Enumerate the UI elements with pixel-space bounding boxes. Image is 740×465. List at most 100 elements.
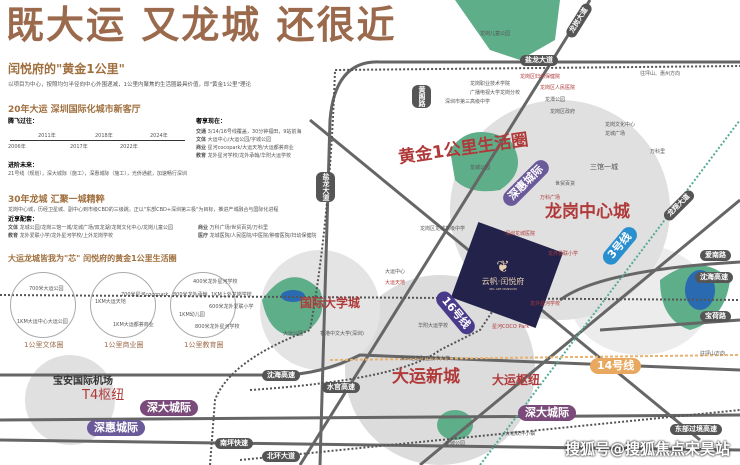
map-shape xyxy=(455,0,560,60)
timeline-year: 2022年 xyxy=(120,144,138,150)
intro-heading: 闰悦府的"黄金1公里" xyxy=(8,62,125,76)
circle-poi: 700米星河cocopark xyxy=(121,292,169,298)
poi: 龙岗区龙城高级中学 xyxy=(420,226,466,232)
map-shape: 龙外星河学校/龙外承翰/华附大运学校 xyxy=(207,153,291,159)
map-shape: 交通 xyxy=(196,129,207,135)
map-shape: 星河cocopark/大运天地/大运都荟商业 xyxy=(207,145,294,151)
poi: 往坪山方向 xyxy=(700,351,726,357)
map-shape xyxy=(249,299,501,391)
project-en: SEL ART MANSION xyxy=(489,287,517,291)
poi: 东城公园 xyxy=(445,441,466,447)
circle-poi: 1KM大运天地 xyxy=(95,299,126,305)
map-shape xyxy=(450,132,518,192)
circle-poi: 800米龙外承翰 xyxy=(173,292,208,298)
now-item: 交通 3/14/16号线覆盖，30分钟福田，9站前海 xyxy=(196,128,301,135)
poi: 大运公园 xyxy=(283,331,304,337)
road-label: 宝荷路 xyxy=(700,311,731,322)
poi: 龙岗职业技术学院 xyxy=(470,81,511,87)
area-longgang: 龙岗中心城 xyxy=(545,202,630,222)
future-label: 进阶未来： xyxy=(8,162,39,169)
map-shape: 商业 xyxy=(198,225,209,231)
poi: 三馆一城 xyxy=(590,163,618,171)
line-shenda: 深大城际 xyxy=(518,405,576,421)
map-shape xyxy=(0,294,740,301)
poi: 深圳信息职业技术大学 xyxy=(400,356,451,362)
poi: 深圳龙城医院 xyxy=(505,231,536,237)
road-label: 沈海高速 xyxy=(262,370,300,381)
poi: 万科广场 xyxy=(540,195,561,201)
area-dayun-new: 大运新城 xyxy=(392,367,460,387)
timeline-year: 2017年 xyxy=(70,144,88,150)
poi: 深圳市第三高级中学 xyxy=(445,99,491,105)
poi: 大运软件小镇 xyxy=(505,431,536,437)
past-label: 腾飞过往： xyxy=(8,118,39,125)
poi: 龙城广场 xyxy=(605,131,626,137)
timeline-year: 2011年 xyxy=(38,133,56,139)
poi: 世贸百货 xyxy=(555,181,576,187)
page-title: 既大运 又龙城 还很近 xyxy=(6,3,397,47)
poi: 龙外爱联小学 xyxy=(548,251,579,257)
future-text: 21号线（规划），深大城际（施工），深惠城际（施工），光侨通航，加速畅行深圳 xyxy=(8,171,187,177)
road-label: 黄阁路 xyxy=(412,85,431,108)
near-label: 近享配套： xyxy=(8,216,39,223)
near-item: 文体 龙城公园/龙岗三馆一城/龙城广场/双龙湖/龙岗文化中心/龙岗儿童公园 xyxy=(8,224,173,231)
map-shape xyxy=(559,260,740,302)
poi: 龙城公园 xyxy=(470,165,491,171)
map-shape: 教育 xyxy=(8,233,19,239)
line-14: 14号线 xyxy=(590,358,642,374)
poi: 龙岗儿童公园 xyxy=(480,31,511,37)
map-shape: 龙城公园/龙岗三馆一城/龙城广场/双龙湖/龙岗文化中心/龙岗儿童公园 xyxy=(19,225,174,231)
near-item: 医疗 龙城医院/人民医院/中医院/肿瘤医院/妇幼保健院 xyxy=(198,232,316,239)
poi: 龙外星河学校 xyxy=(530,301,561,307)
map-shape xyxy=(0,413,740,422)
poi: 龙岗文化中心 xyxy=(605,122,636,128)
near-item: 教育 龙外爱联小学/龙外星河学校/上外龙岗学校 xyxy=(8,232,113,239)
circle-label: 1公里教育圈 xyxy=(184,341,224,349)
circle-label: 1公里文体圈 xyxy=(24,341,64,349)
poi: 香港中文大学(深圳) xyxy=(320,331,364,337)
map-shape: 文体 xyxy=(8,225,19,231)
poi: 华附大运学校 xyxy=(418,323,449,329)
poi: 星河COCO Park xyxy=(492,324,530,330)
dayun-heading: 20年大运 深圳国际化城市新客厅 xyxy=(8,105,141,115)
poi: 大运中心 xyxy=(385,269,406,275)
map-shape xyxy=(318,60,740,465)
circle-poi: 1KM上外龙岗学校 xyxy=(211,292,252,298)
map-shape xyxy=(262,277,323,336)
map-shape: 万科广场/世贸百货/万科里 xyxy=(209,225,268,231)
map-shape xyxy=(329,354,740,361)
near-item: 商业 万科广场/世贸百货/万科里 xyxy=(198,224,268,231)
now-label: 奢享现在： xyxy=(196,118,227,125)
area-dayun-hub: 大运枢纽 xyxy=(492,373,541,387)
poi: 龙岗区妇幼保健院 xyxy=(520,74,561,80)
core-heading: 大运龙城皆我为"芯" 闰悦府的黄金1公里生活圈 xyxy=(8,254,177,263)
circle-label: 1公里商业圈 xyxy=(104,341,144,349)
area-university: 国际大学城 xyxy=(300,296,361,310)
project-logo-icon: ❦ xyxy=(496,257,510,276)
map-shape: 商业 xyxy=(196,145,207,151)
poi: 龙潭公园 xyxy=(545,97,566,103)
road-label: 水官高速 xyxy=(322,382,360,393)
longcheng-heading: 30年龙城 汇聚一城精粹 xyxy=(8,195,105,205)
map-shape: 龙城医院/人民医院/中医院/肿瘤医院/妇幼保健院 xyxy=(209,233,317,239)
road-label: 南坪快速 xyxy=(215,438,253,449)
poi: 万科里 xyxy=(650,149,666,155)
road-label: 爱南路 xyxy=(700,250,731,261)
timeline-year: 2018年 xyxy=(95,133,113,139)
timeline-year: 2024年 xyxy=(150,133,168,139)
map-shape: 龙外爱联小学/龙外星河学校/上外龙岗学校 xyxy=(19,233,113,239)
map-shape: 3/14/16号线覆盖，30分钟福田，9站前海 xyxy=(207,129,302,135)
poi: 广播电视大学龙岗分校 xyxy=(470,90,521,96)
now-item: 文体 大运中心/大运公园/字城公园 xyxy=(196,136,271,143)
circle-poi: 1KM大运都荟商业 xyxy=(113,322,154,328)
circle-poi: 1KM幼儿园 xyxy=(179,312,205,318)
circle-poi: 400米龙外星河学校 xyxy=(193,279,238,285)
circle-poi: 700米大运公园 xyxy=(29,286,64,292)
road-label: 盐龙大道 xyxy=(316,172,335,202)
road-label: 北环大道 xyxy=(262,451,300,462)
poi: 龙岗区人民医院 xyxy=(540,85,576,91)
longcheng-desc: 龙岗中心城，历经卫星城、副中心到市级CBD的三级跳，正以"东部CBD+深圳第三极… xyxy=(8,207,279,213)
